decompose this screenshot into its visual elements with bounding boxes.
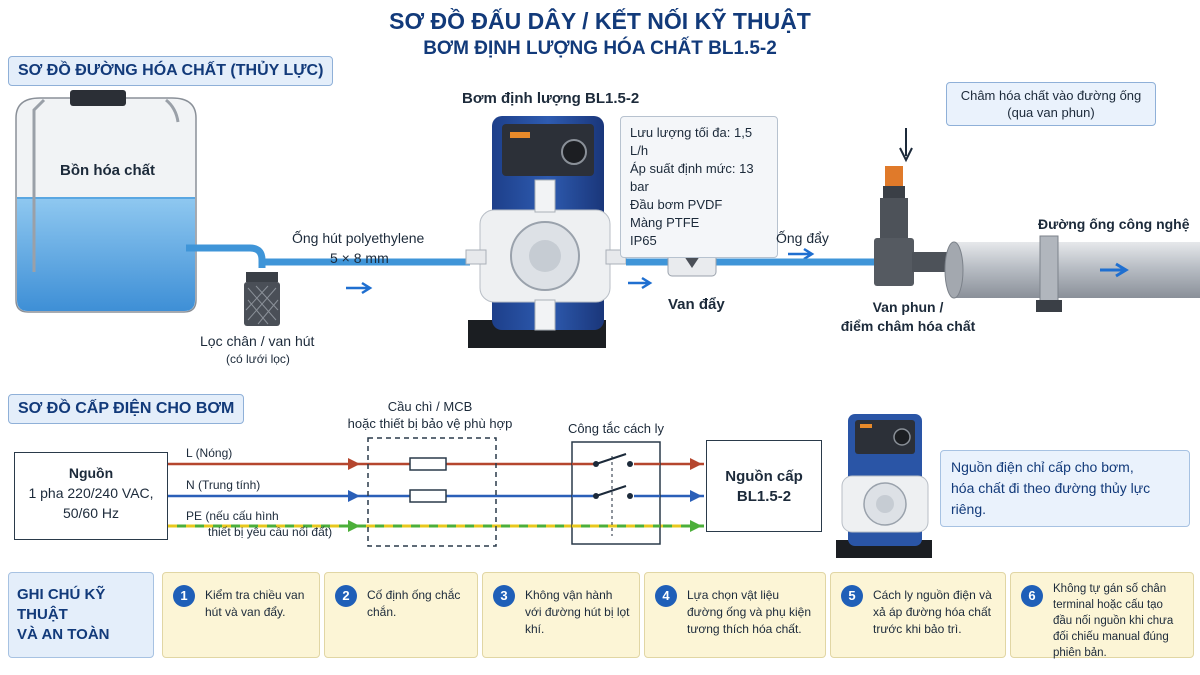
- discharge-valve-label: Van đẩy: [668, 296, 725, 313]
- note-item: 6 Không tự gán số chân terminal hoặc cấu…: [1010, 572, 1194, 659]
- pump-supply-box: Nguồn cấp BL1.5-2: [706, 440, 822, 532]
- electrical-info-box: Nguồn điện chỉ cấp cho bơm, hóa chất đi …: [940, 450, 1190, 527]
- flow-arrow-process: [1100, 262, 1129, 278]
- electrical-diagram: [168, 414, 932, 558]
- page-title: SƠ ĐỒ ĐẤU DÂY / KẾT NỐI KỸ THUẬT: [389, 8, 811, 34]
- flow-arrow-discharge-2: [788, 247, 815, 261]
- pump-specs: Lưu lượng tối đa: 1,5 L/h Áp suất định m…: [620, 116, 778, 258]
- suction-pipe-label: Ống hút polyethylene: [292, 230, 425, 246]
- note-item: 5 Cách ly nguồn điện và xả áp đường hóa …: [830, 572, 1006, 658]
- pump-title: Bơm định lượng BL1.5-2: [462, 90, 640, 107]
- foot-filter-sub: (có lưới lọc): [226, 352, 290, 366]
- fuse-N: [409, 489, 447, 503]
- injection-callout: Châm hóa chất vào đường ống (qua van phu…: [946, 82, 1156, 126]
- note-item: 4 Lựa chọn vật liệu đường ống và phụ kiệ…: [644, 572, 826, 658]
- isolator-label: Công tắc cách ly: [567, 421, 665, 436]
- note-item: 2 Cố định ống chắc chắn.: [324, 572, 478, 658]
- flow-arrow-suction: [346, 281, 373, 295]
- chemical-tank: [15, 90, 197, 313]
- process-pipe: [944, 235, 1200, 312]
- fuse-box: [367, 437, 497, 547]
- power-source-box: Nguồn 1 pha 220/240 VAC, 50/60 Hz: [14, 452, 168, 540]
- pump-illustration: [465, 116, 627, 348]
- foot-filter-label: Lọc chân / van hút: [200, 333, 315, 349]
- note-number-badge: 1: [173, 585, 195, 607]
- fuse-label: Cầu chì / MCB hoặc thiết bị bảo vệ phù h…: [347, 399, 513, 431]
- flow-arrow-discharge-1: [628, 276, 653, 290]
- note-number-badge: 6: [1021, 585, 1043, 607]
- electrical-section-header: SƠ ĐỒ CẤP ĐIỆN CHO BƠM: [8, 394, 245, 424]
- fuse-L: [409, 457, 447, 471]
- discharge-pipe-label: Ống đẩy: [776, 230, 829, 246]
- spec-flow: Lưu lượng tối đa: 1,5 L/h: [630, 125, 753, 158]
- note-item: 1 Kiểm tra chiều van hút và van đẩy.: [162, 572, 320, 658]
- tank-label: Bồn hóa chất: [60, 162, 156, 179]
- note-number-badge: 5: [841, 585, 863, 607]
- suction-pipe-size: 5 × 8 mm: [330, 250, 389, 266]
- suction-pipe: [186, 244, 470, 268]
- line-PE-label: PE (nếu cấu hình thiết bị yêu cầu nối đấ…: [186, 509, 333, 539]
- foot-filter: [244, 272, 280, 326]
- spec-ip: IP65: [630, 233, 657, 248]
- notes-header: GHI CHÚ KỸ THUẬT VÀ AN TOÀN: [8, 572, 154, 658]
- process-pipe-label: Đường ống công nghệ: [1038, 216, 1190, 232]
- line-N-label: N (Trung tính): [186, 478, 261, 492]
- injection-valve: [874, 166, 952, 286]
- hydraulic-diagram: [15, 90, 1200, 348]
- spec-pressure: Áp suất định mức: 13 bar: [630, 161, 754, 194]
- note-number-badge: 3: [493, 585, 515, 607]
- pump-illustration-small: [836, 414, 932, 558]
- spec-head: Đầu bơm PVDF: [630, 197, 723, 212]
- note-item: 3 Không vận hành với đường hút bị lọt kh…: [482, 572, 640, 658]
- hydraulic-section-header: SƠ ĐỒ ĐƯỜNG HÓA CHẤT (THỦY LỰC): [8, 56, 334, 86]
- note-number-badge: 4: [655, 585, 677, 607]
- note-number-badge: 2: [335, 585, 357, 607]
- spec-membrane: Màng PTFE: [630, 215, 700, 230]
- page-subtitle: BƠM ĐỊNH LƯỢNG HÓA CHẤT BL1.5-2: [423, 38, 777, 59]
- line-L-label: L (Nóng): [186, 446, 233, 460]
- injection-point-label: Van phun / điểm châm hóa chất: [840, 299, 976, 334]
